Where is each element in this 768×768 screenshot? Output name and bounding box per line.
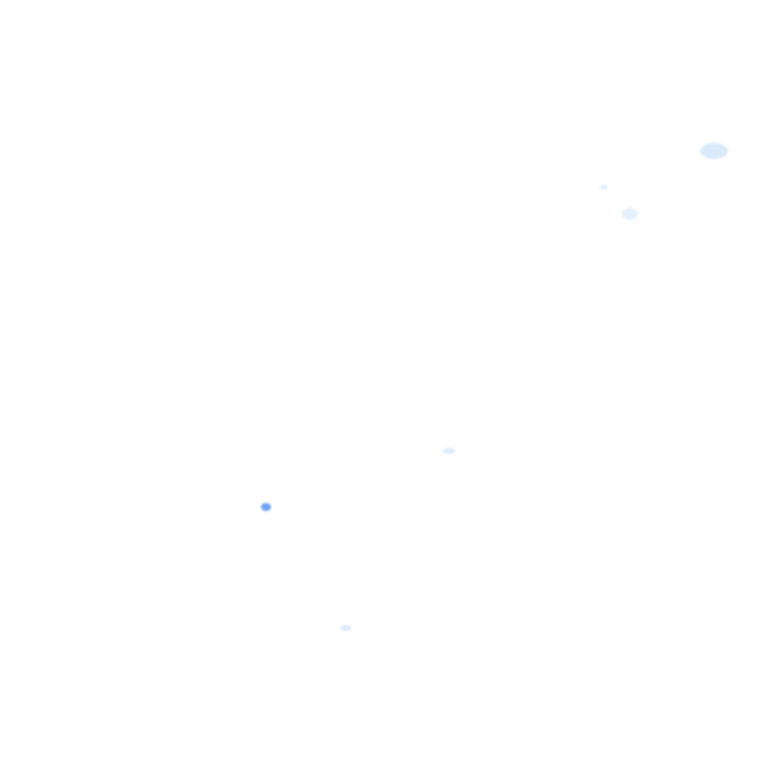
artifact-speck (700, 143, 728, 159)
artifact-speck (261, 503, 271, 511)
artifact-speck (340, 625, 352, 631)
artifact-speck (443, 448, 455, 454)
artifact-speck (622, 208, 638, 220)
artifact-speck (600, 185, 608, 190)
